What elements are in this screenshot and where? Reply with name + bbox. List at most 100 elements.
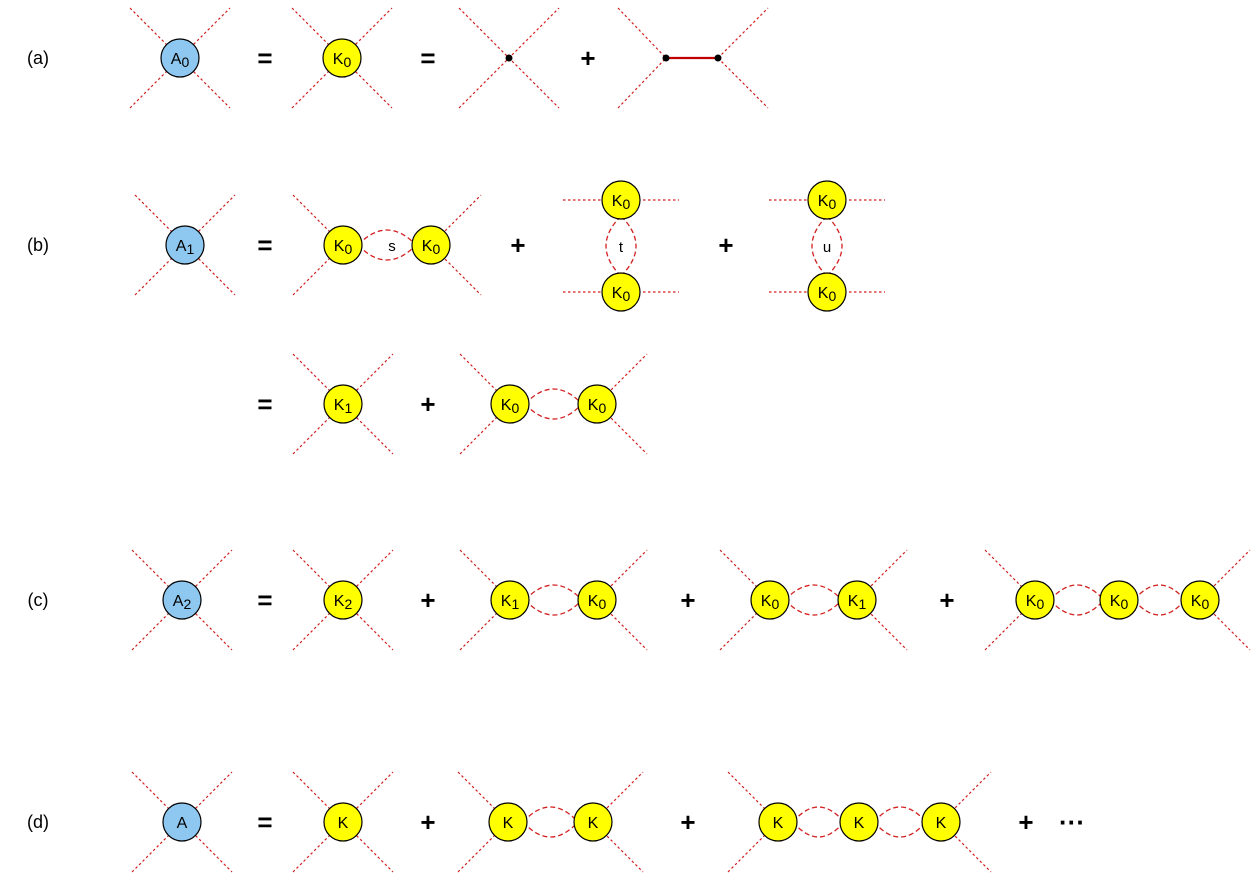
kernel-label: K1: [848, 593, 867, 612]
diagram-lines: [129, 7, 1251, 873]
panel-label-a: (a): [27, 48, 49, 68]
plus-sign: +: [420, 585, 435, 615]
external-leg: [717, 7, 769, 59]
panel-label-d: (d): [27, 812, 49, 832]
kernel-blob: [573, 802, 613, 842]
loop-propagator-bottom: [784, 599, 843, 616]
amplitude-label: A0: [171, 51, 190, 70]
kernel-label: K: [338, 815, 349, 832]
kernel-blob: [601, 180, 641, 220]
blob-subscript: 1: [858, 596, 866, 612]
kernel-blob: [577, 580, 617, 620]
blob-symbol: K: [588, 397, 599, 414]
loop-propagator-top: [524, 388, 583, 405]
blob-subscript: 0: [622, 288, 630, 304]
equals-sign: =: [257, 43, 272, 73]
external-leg: [617, 57, 667, 109]
loop-propagator-bottom: [1049, 599, 1105, 616]
kernel-label: K0: [588, 593, 607, 612]
equals-sign: =: [420, 43, 435, 73]
loop-propagator-bottom: [1133, 599, 1186, 616]
contact-vertex: [505, 54, 513, 62]
kernel-blob: [323, 580, 363, 620]
kernel-blob: [1099, 580, 1139, 620]
blob-subscript: 0: [598, 596, 606, 612]
blob-subscript: 0: [344, 241, 352, 257]
loop-propagator-top: [1133, 584, 1186, 601]
external-leg: [727, 821, 779, 873]
blob-symbol: A: [171, 51, 182, 68]
blob-symbol: K: [501, 397, 512, 414]
kernel-blob: [488, 802, 528, 842]
blob-symbol: K: [612, 285, 623, 302]
blob-symbol: K: [854, 815, 865, 832]
kernel-blob: [490, 580, 530, 620]
blob-subscript: 0: [828, 196, 836, 212]
blob-subscript: 2: [183, 596, 191, 612]
plus-sign: +: [420, 807, 435, 837]
loop-propagator-top: [522, 806, 579, 823]
kernel-label: K2: [334, 593, 353, 612]
loop-propagator-bottom: [792, 821, 845, 838]
blob-symbol: K: [848, 593, 859, 610]
kernel-label: K: [503, 815, 514, 832]
equals-sign: =: [257, 807, 272, 837]
loop-propagator-bottom: [524, 403, 583, 420]
plus-sign: +: [680, 807, 695, 837]
kernel-label: K0: [501, 397, 520, 416]
blob-symbol: K: [936, 815, 947, 832]
kernel-label: K0: [1110, 593, 1129, 612]
external-leg: [459, 403, 511, 455]
vertex-dot: [662, 54, 670, 62]
blob-symbol: K: [334, 397, 345, 414]
kernel-label: K1: [501, 593, 520, 612]
loop-propagator-top: [1049, 584, 1105, 601]
external-leg: [984, 549, 1036, 601]
kernel-blob: [323, 225, 363, 265]
blob-symbol: K: [501, 593, 512, 610]
amplitude-label: A: [177, 815, 188, 832]
ellipsis: ···: [1059, 807, 1085, 837]
plus-sign: +: [939, 585, 954, 615]
blob-symbol: A: [173, 593, 184, 610]
loop-propagator-right: [826, 215, 843, 277]
blob-symbol: K: [503, 815, 514, 832]
blob-subscript: 0: [598, 400, 606, 416]
equals-sign: =: [257, 585, 272, 615]
kernel-blob: [322, 38, 362, 78]
external-leg: [719, 549, 771, 601]
external-leg: [717, 57, 769, 109]
channel-label-s: s: [388, 238, 396, 255]
loop-propagator-bottom: [357, 244, 417, 261]
loop-propagator-top: [792, 806, 845, 823]
kernel-blob: [577, 384, 617, 424]
blob-symbol: K: [588, 593, 599, 610]
blob-subscript: 1: [186, 241, 194, 257]
blob-subscript: 1: [344, 400, 352, 416]
amplitude-blob: [160, 38, 200, 78]
kernel-label: K: [588, 815, 599, 832]
channel-label: u: [823, 239, 831, 256]
blob-subscript: 0: [828, 288, 836, 304]
blob-symbol: K: [334, 593, 345, 610]
kernel-blob: [1180, 580, 1220, 620]
kernel-label: K0: [818, 193, 837, 212]
blob-symbol: K: [773, 815, 784, 832]
kernel-blob: [837, 580, 877, 620]
kernel-blob: [758, 802, 798, 842]
kernel-blob: [1015, 580, 1055, 620]
loop-propagator-bottom: [524, 599, 583, 616]
blob-symbol: K: [612, 193, 623, 210]
blob-subscript: 0: [181, 54, 189, 70]
plus-sign: +: [1018, 807, 1033, 837]
loop-propagator-right: [620, 215, 637, 277]
plus-sign: +: [718, 230, 733, 260]
blob-subscript: 0: [1036, 596, 1044, 612]
kernel-blob: [490, 384, 530, 424]
blob-subscript: 0: [1120, 596, 1128, 612]
blob-symbol: K: [334, 238, 345, 255]
kernel-label: K0: [422, 238, 441, 257]
loop-propagator-top: [524, 584, 583, 601]
